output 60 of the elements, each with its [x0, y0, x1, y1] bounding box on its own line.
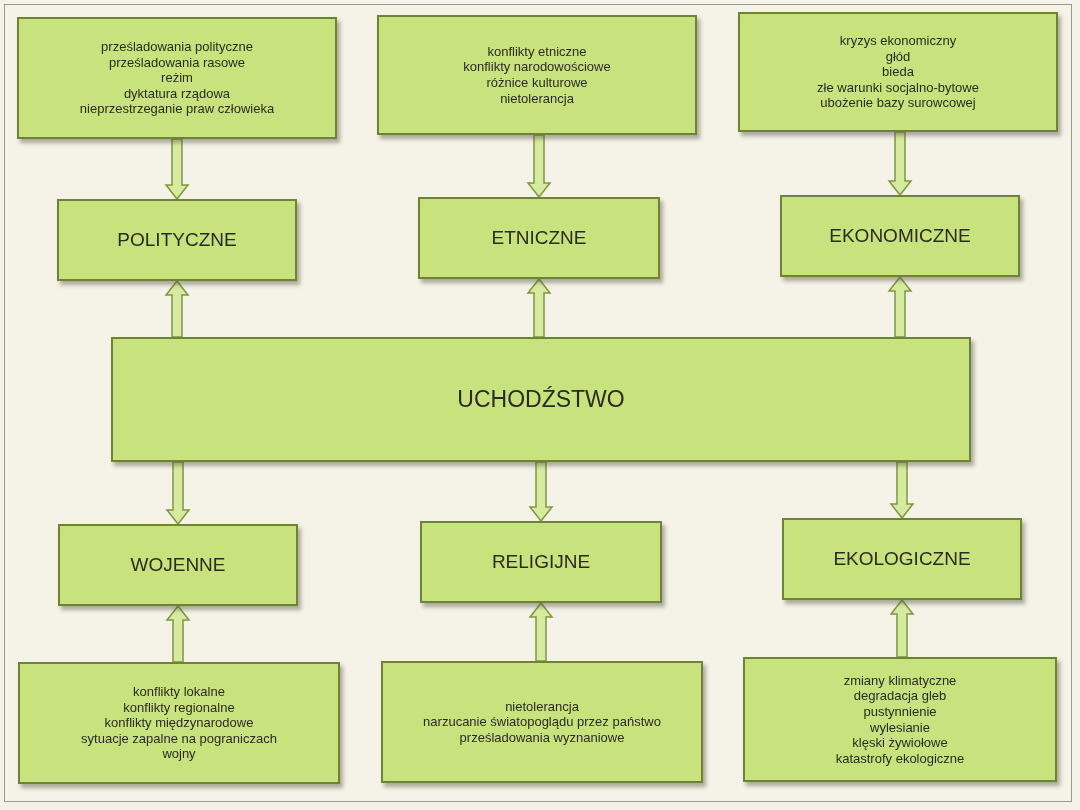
block-arrow	[887, 275, 913, 338]
list-item: narzucanie światopoglądu przez państwo	[423, 714, 661, 730]
box-label: EKONOMICZNE	[829, 224, 971, 248]
details-box	[381, 661, 703, 783]
category-box	[418, 197, 660, 279]
list-item: wojny	[162, 746, 196, 762]
block-arrow	[528, 601, 554, 662]
list-item: nietolerancja	[500, 90, 574, 107]
list-item: degradacja gleb	[853, 688, 947, 704]
list-item: prześladowania polityczne	[101, 39, 253, 55]
block-arrow	[887, 131, 913, 197]
box-label: UCHODŹSTWO	[457, 385, 625, 414]
box-label: WOJENNE	[130, 553, 226, 577]
block-arrow	[889, 461, 915, 520]
category-box	[782, 518, 1022, 600]
box-label: RELIGIJNE	[491, 550, 591, 574]
list-item: konflikty regionalne	[123, 699, 235, 716]
list-item: kryzys ekonomiczny	[839, 33, 957, 49]
list-item: nietolerancja	[505, 698, 579, 715]
list-item: ubożenie bazy surowcowej	[820, 95, 976, 111]
list-item: konflikty lokalne	[133, 684, 225, 700]
central-box	[111, 337, 971, 462]
list-item: złe warunki socjalno-bytowe	[817, 79, 979, 96]
list-item: bieda	[882, 64, 914, 80]
list-item: prześladowania rasowe	[109, 54, 245, 71]
box-label: ETNICZNE	[491, 226, 587, 250]
list-item: reżim	[161, 70, 193, 86]
block-arrow	[164, 138, 190, 201]
list-item: klęski żywiołowe	[852, 735, 948, 751]
list-item: zmiany klimatyczne	[843, 672, 957, 689]
list-item: nieprzestrzeganie praw człowieka	[79, 101, 275, 117]
box-label: EKOLOGICZNE	[833, 547, 971, 571]
block-arrow	[165, 461, 191, 526]
list-item: konflikty międzynarodowe	[104, 715, 254, 731]
category-box	[780, 195, 1020, 277]
list-item: prześladowania wyznaniowe	[459, 729, 625, 746]
details-box	[743, 657, 1057, 782]
list-item: dyktatura rządowa	[123, 85, 231, 102]
list-item: sytuacje zapalne na pograniczach	[81, 730, 277, 747]
details-box	[17, 17, 337, 139]
block-arrow	[164, 279, 190, 338]
list-item: konflikty narodowościowe	[463, 59, 611, 75]
block-arrow	[889, 598, 915, 658]
list-item: różnice kulturowe	[486, 75, 588, 91]
box-label: POLITYCZNE	[117, 228, 237, 252]
block-arrow	[526, 277, 552, 338]
block-arrow	[165, 604, 191, 663]
category-box	[58, 524, 298, 606]
details-box	[18, 662, 340, 784]
list-item: katastrofy ekologiczne	[835, 750, 965, 767]
details-box	[738, 12, 1058, 132]
category-box	[420, 521, 662, 603]
list-item: wylesianie	[870, 719, 930, 736]
list-item: pustynnienie	[863, 703, 937, 720]
list-item: głód	[885, 48, 911, 65]
block-arrow	[526, 134, 552, 199]
list-item: konflikty etniczne	[487, 43, 587, 60]
category-box	[57, 199, 297, 281]
details-box	[377, 15, 697, 135]
block-arrow	[528, 461, 554, 523]
